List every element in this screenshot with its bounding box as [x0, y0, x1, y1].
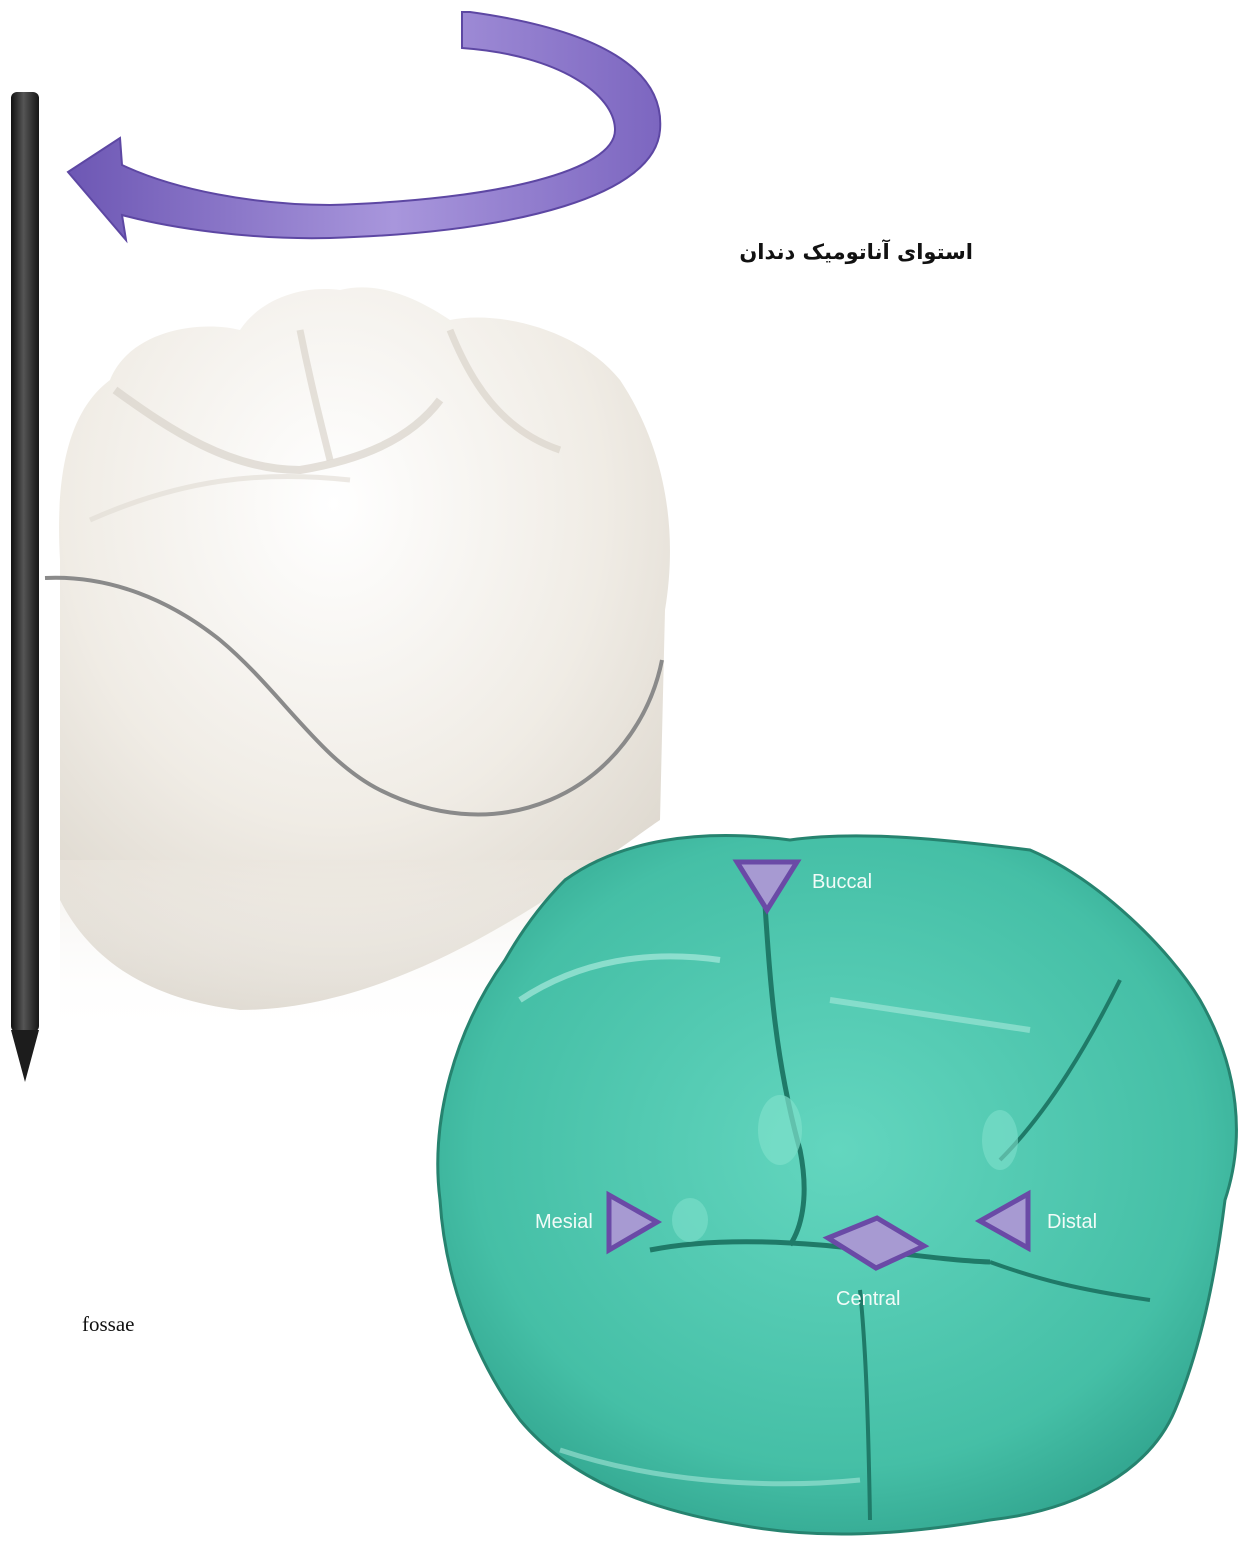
probe-rod — [11, 92, 39, 1082]
distal-label: Distal — [1047, 1211, 1097, 1233]
rotation-arrow — [68, 12, 660, 240]
central-label: Central — [836, 1288, 900, 1310]
anatomic-equator-title: استوای آناتومیک دندان — [739, 240, 973, 264]
occlusal-model — [438, 836, 1237, 1534]
fossae-caption: fossae — [82, 1312, 134, 1337]
buccal-label: Buccal — [812, 871, 872, 893]
mesial-label: Mesial — [535, 1211, 593, 1233]
